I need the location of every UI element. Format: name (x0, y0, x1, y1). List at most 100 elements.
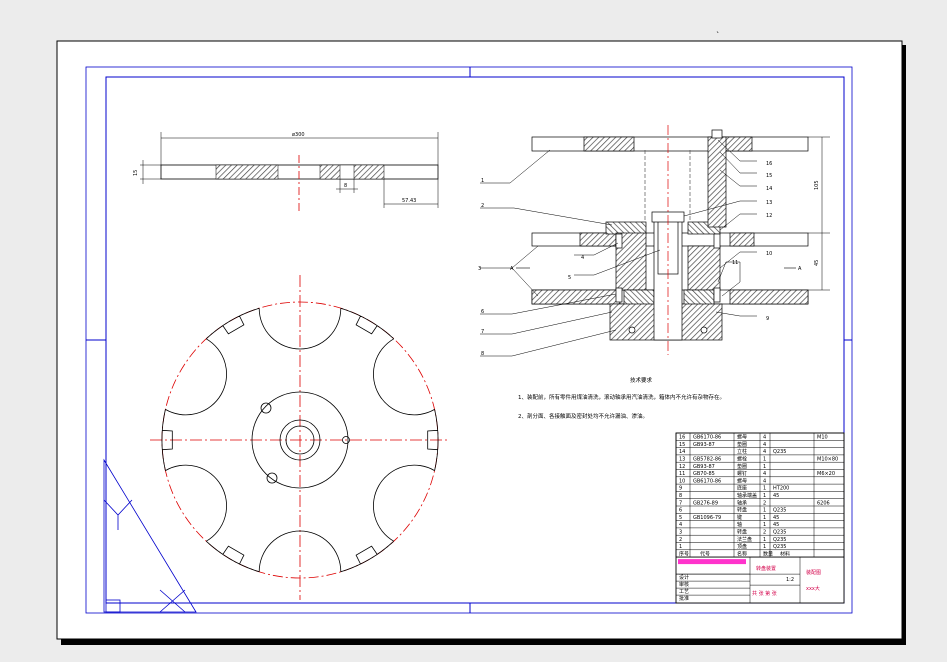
disc-top-view (150, 275, 450, 600)
bom-qty: 2 (763, 500, 766, 506)
bom-material: Q235 (773, 449, 786, 455)
bom-qty: 1 (763, 486, 766, 492)
bom-seq: 11 (679, 471, 685, 477)
bom-name: 螺栓 (737, 456, 747, 463)
disc-star-outline (161, 307, 439, 573)
dim-45: 45 (814, 260, 820, 266)
tech-note-1: 1、装配前，所有零件用煤油清洗，滚动轴承用汽油清洗，箱体内不允许有杂物存在。 (518, 393, 725, 401)
callouts: 1 2 3 4 5 6 7 8 16 15 14 13 12 10 11 9 1… (478, 161, 820, 357)
bom-name: 立柱 (737, 448, 747, 455)
bom-material: 45 (773, 522, 779, 528)
bom-material: Q235 (773, 537, 786, 543)
corner-marks (103, 458, 197, 613)
bom-seq: 7 (679, 500, 682, 506)
bom-name: 转盘 (737, 529, 747, 536)
disc-side-view (140, 132, 439, 212)
border-ticks (86, 67, 852, 613)
bom-seq: 6 (679, 508, 682, 514)
dim-105: 105 (814, 180, 820, 190)
bom-name: 轴承 (737, 499, 747, 506)
sign-row: 工艺 (679, 589, 689, 595)
callout-5: 5 (568, 275, 571, 281)
callout-11: 11 (732, 260, 738, 266)
callout-13: 13 (766, 200, 772, 206)
assembly-label: 装配图 (806, 569, 821, 576)
bom-code: GB6170-86 (693, 478, 721, 484)
bom-seq: 16 (679, 435, 685, 441)
bom-material: 45 (773, 515, 779, 521)
assembly-section (531, 125, 830, 355)
bom-seq: 1 (679, 544, 682, 550)
disc-diameter-label: ø300 (292, 132, 305, 138)
drawing-ratio: 1:2 (786, 577, 794, 583)
bom-code: GB5782-86 (693, 457, 721, 463)
sheet-count: 共 张 第 张 (752, 590, 777, 597)
bom-seq: 3 (679, 530, 682, 536)
bom-header-qty: 数量 (763, 550, 773, 557)
bom-qty: 1 (763, 508, 766, 514)
bom-code: GB70-85 (693, 471, 715, 477)
bom-qty: 4 (763, 435, 766, 441)
bom-name: 垫圈 (737, 463, 747, 470)
title-field-highlight (678, 559, 746, 565)
callout-6: 6 (481, 309, 484, 315)
bom-note: M10×80 (817, 457, 838, 463)
bom-qty: 1 (763, 493, 766, 499)
bom-qty: 1 (763, 457, 766, 463)
bom-header-code: 代号 (700, 550, 710, 557)
bom-header-material: 材料 (780, 550, 790, 557)
bom-seq: 12 (679, 464, 685, 470)
school-name: xxx大 (806, 585, 820, 592)
callout-14: 14 (766, 186, 772, 192)
bom-qty: 2 (763, 530, 766, 536)
callout-16: 16 (766, 161, 772, 167)
tech-notes-title: 技术要求 (630, 376, 653, 384)
section-mark-right: A (798, 266, 802, 272)
bom-qty: 4 (763, 449, 766, 455)
callout-7: 7 (481, 329, 484, 335)
callout-1: 1 (481, 178, 484, 184)
section-mark-left: A (510, 266, 514, 272)
bom-code: GB93-87 (693, 464, 715, 470)
top-mark: ` (716, 30, 720, 40)
bom-name: 轴承端盖 (737, 492, 757, 499)
bom-note: 6206 (817, 500, 830, 506)
callout-15: 15 (766, 173, 772, 179)
callout-3: 3 (478, 266, 481, 272)
callout-2: 2 (481, 203, 484, 209)
bom-name: 螺母 (737, 477, 747, 484)
bom-material: HT200 (773, 486, 789, 492)
callout-12: 12 (766, 213, 772, 219)
bom-material: 45 (773, 493, 779, 499)
bom-code: GB93-87 (693, 442, 715, 448)
sign-row: 审核 (679, 581, 689, 588)
bom-qty: 1 (763, 537, 766, 543)
disc-offset-label: 57.43 (402, 198, 416, 204)
bom-seq: 13 (679, 457, 685, 463)
drawing-name: 转盘装置 (756, 565, 776, 572)
bom-qty: 1 (763, 522, 766, 528)
callout-10: 10 (766, 251, 772, 257)
bom-header-seq: 序号 (679, 550, 689, 557)
bom-material: Q235 (773, 544, 786, 550)
bom-qty: 1 (763, 464, 766, 470)
sign-row: 批准 (679, 595, 689, 602)
bom-seq: 15 (679, 442, 685, 448)
bom-name: 底座 (737, 485, 747, 492)
bom-code: GB6170-86 (693, 435, 721, 441)
bom-name: 转盘 (737, 507, 747, 514)
bom-note: M10 (817, 435, 828, 441)
bom-name: 顶盘 (737, 543, 747, 550)
bom-name: 键 (737, 514, 742, 521)
bom-qty: 4 (763, 442, 766, 448)
bom-seq: 14 (679, 449, 685, 455)
bom-qty: 1 (763, 515, 766, 521)
disc-thickness-label: 15 (133, 170, 139, 176)
bom-seq: 5 (679, 515, 682, 521)
bom-name: 螺钉 (737, 470, 747, 477)
bom-note: M6×20 (817, 471, 835, 477)
sign-row: 设计 (679, 574, 689, 581)
bom-qty: 1 (763, 544, 766, 550)
